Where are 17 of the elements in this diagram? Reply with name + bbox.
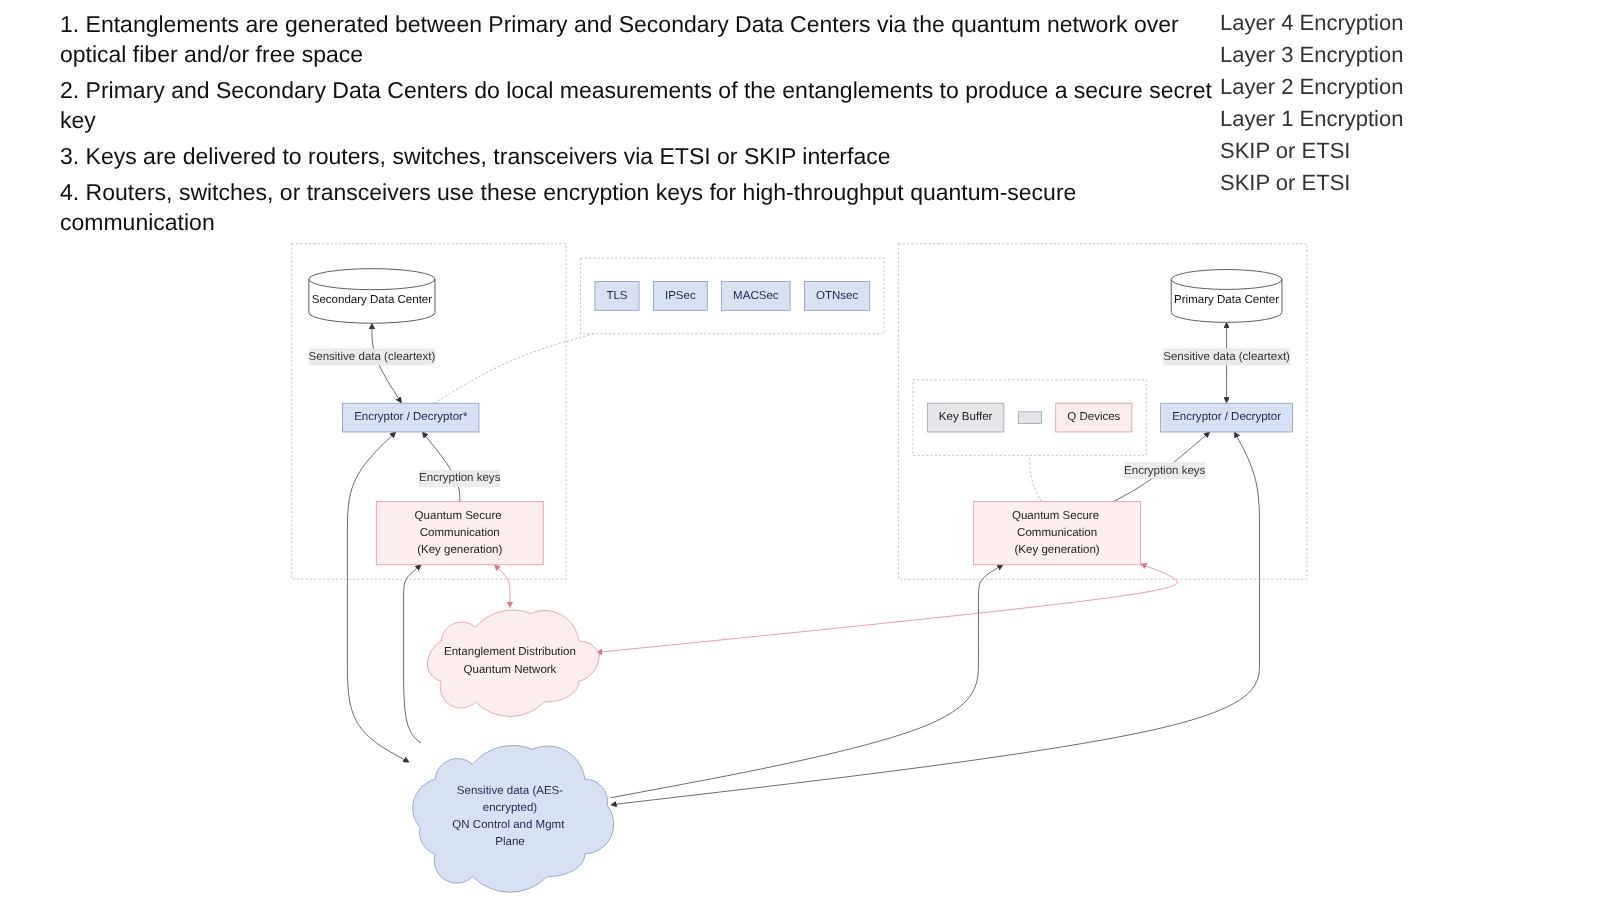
cluster <box>898 243 1308 580</box>
connector <box>1029 455 1043 502</box>
note-text: SKIP or ETSI <box>1220 172 1353 196</box>
cluster <box>292 243 568 580</box>
note-text: SKIP or ETSI <box>1220 140 1353 164</box>
note-text: Layer 2 Encryption <box>1220 76 1406 100</box>
node-box <box>1018 411 1043 424</box>
cluster <box>913 379 1148 456</box>
note-text: Layer 3 Encryption <box>1220 44 1406 68</box>
list-item: 2. Primary and Secondary Data Centers do local measurements of the entanglements to produce a secure secret key <box>60 77 1214 138</box>
cluster <box>580 257 886 335</box>
list-item: 1. Entanglements are generated between Primary and Secondary Data Centers via the quantum network over optical fiber and/or free space <box>60 12 1181 72</box>
connector <box>434 333 596 404</box>
note-text: Layer 4 Encryption <box>1220 12 1406 36</box>
list-item: 3. Keys are delivered to routers, switches, transceivers via ETSI or SKIP interface <box>60 143 893 174</box>
list-item: 4. Routers, switches, or transceivers use these encryption keys for high-throughput quantum-secure communication <box>60 179 1079 240</box>
note-text: Layer 1 Encryption <box>1220 108 1406 132</box>
